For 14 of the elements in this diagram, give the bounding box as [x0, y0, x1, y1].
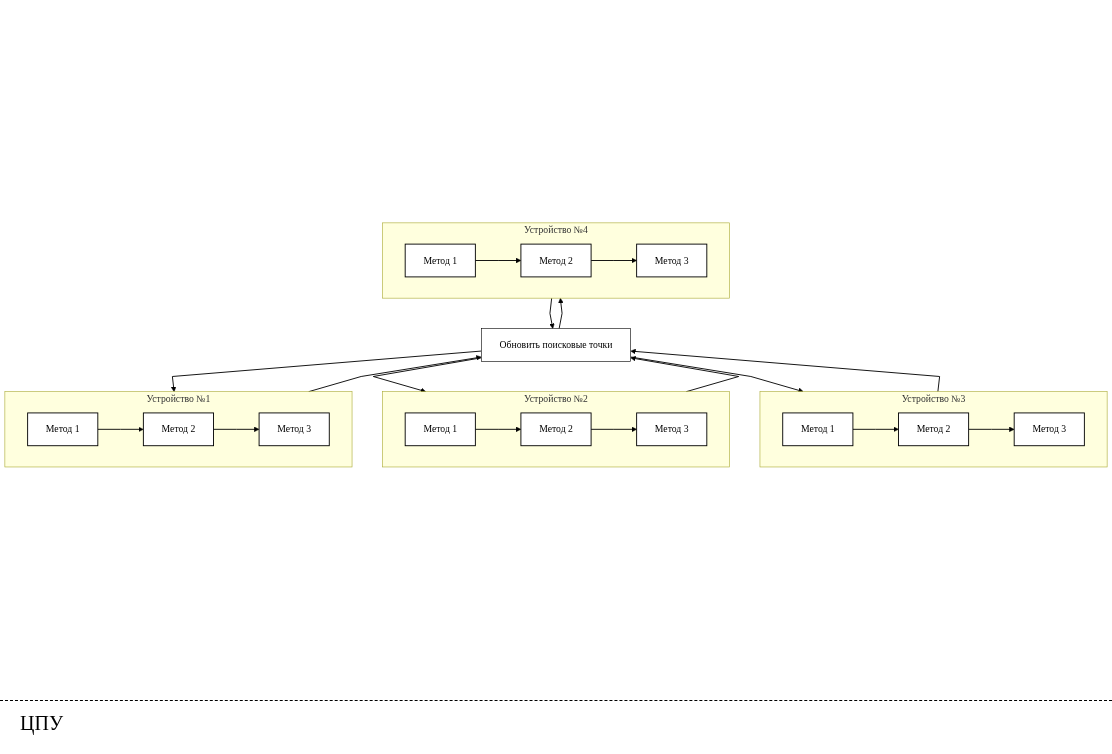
node-box: Метод 2	[520, 412, 592, 447]
node-box: Метод 1	[27, 412, 99, 447]
node-box: Метод 2	[142, 412, 214, 447]
node-box: Метод 3	[1013, 412, 1085, 447]
node-box: Метод 3	[636, 243, 708, 278]
node-box: Метод 2	[898, 412, 970, 447]
node-box: Метод 2	[520, 243, 592, 278]
node-box: Обновить поисковые точки	[481, 328, 631, 362]
node-box: Метод 3	[636, 412, 708, 447]
node-box: Метод 3	[258, 412, 330, 447]
node-box: Метод 1	[404, 243, 476, 278]
section-label: ЦПУ	[20, 712, 64, 734]
node-box: Метод 1	[782, 412, 854, 447]
node-box: Метод 1	[404, 412, 476, 447]
